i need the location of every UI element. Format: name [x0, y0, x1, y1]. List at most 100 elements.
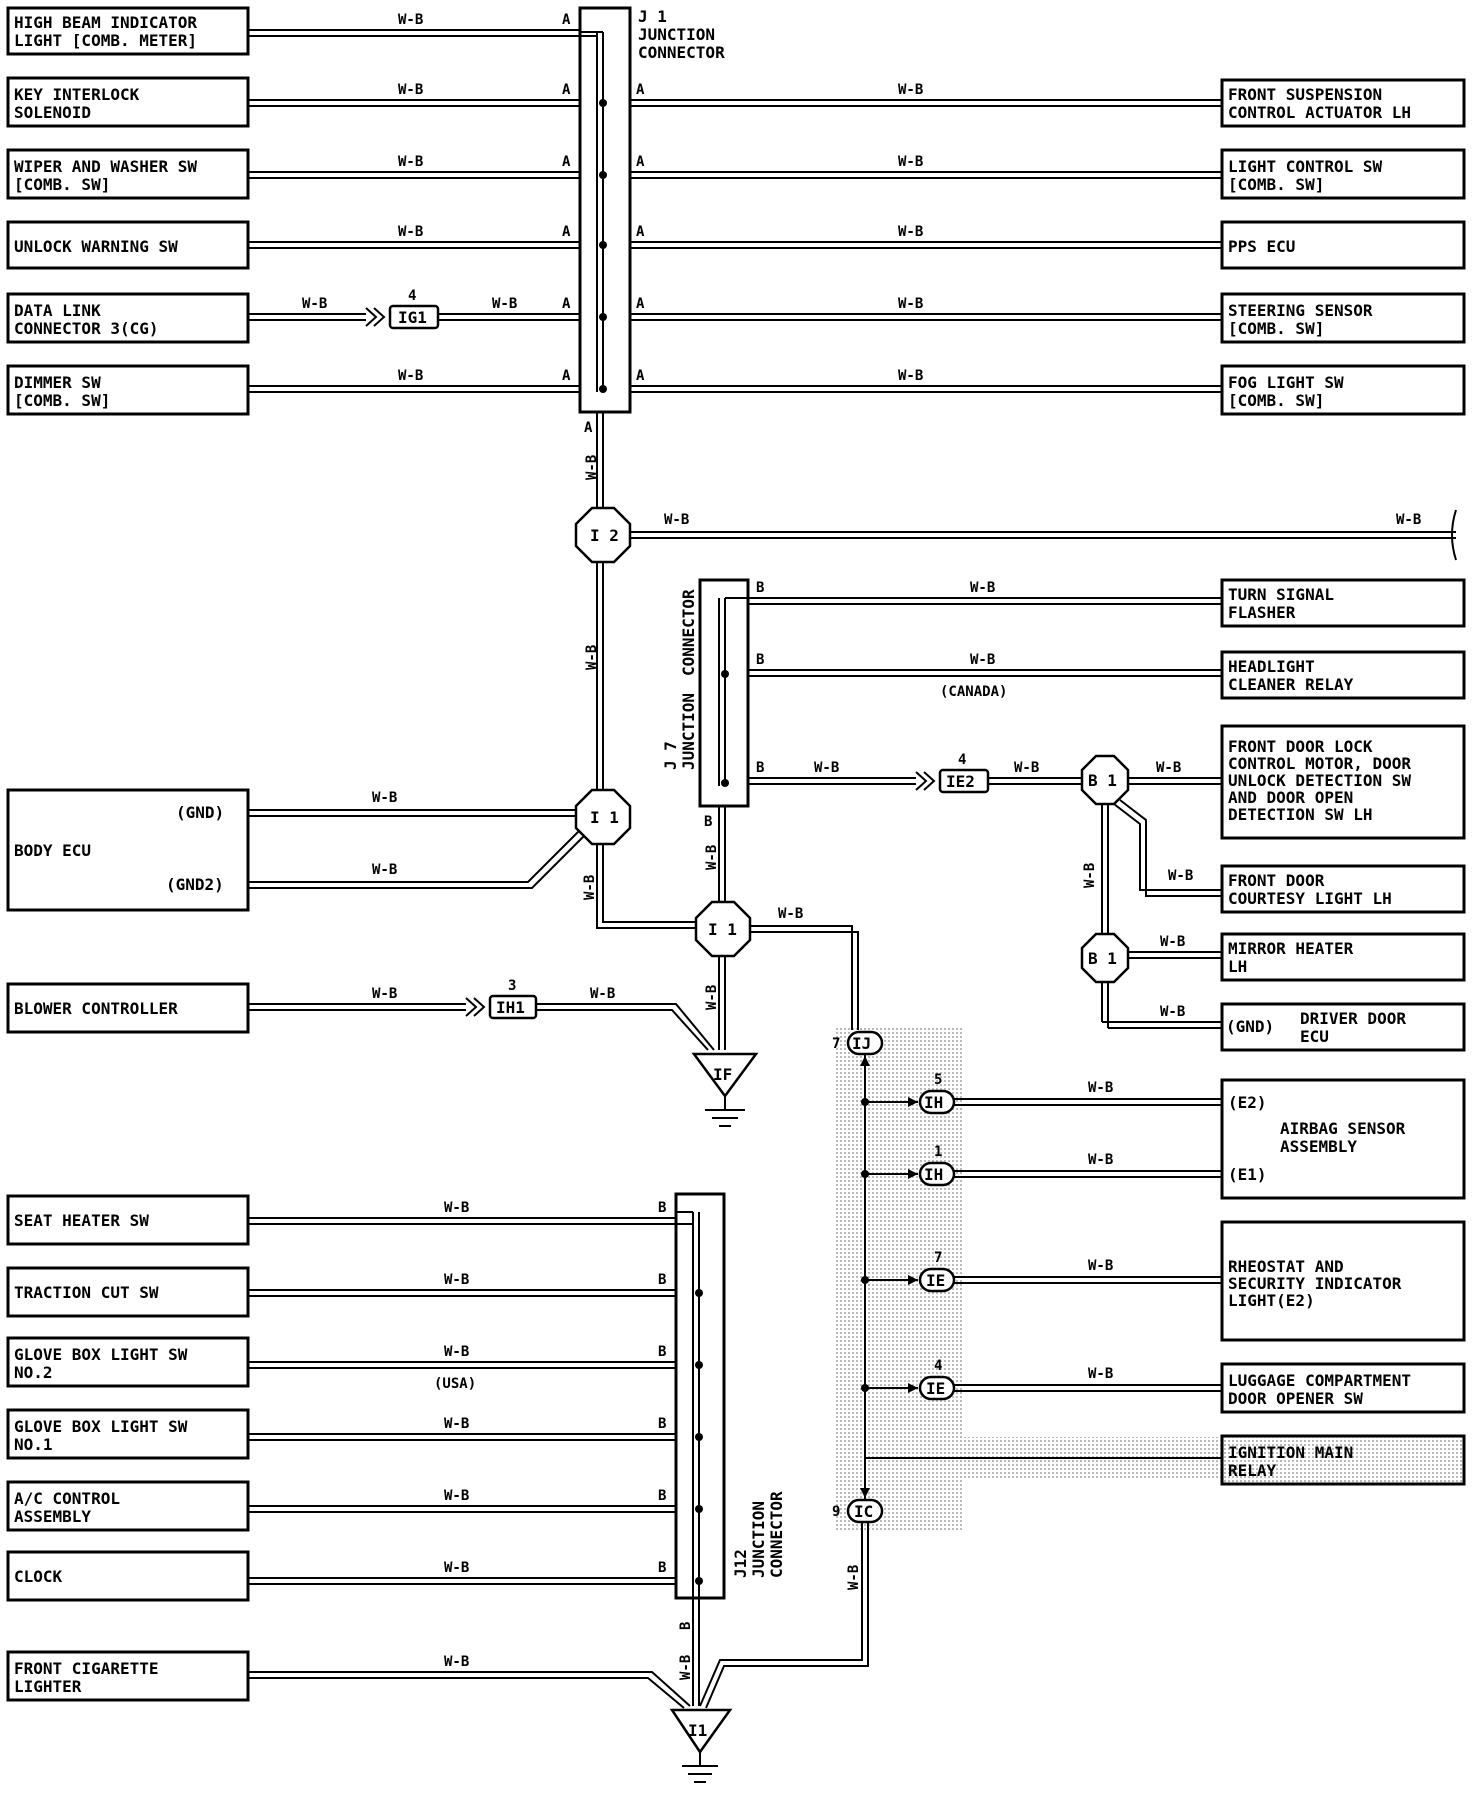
svg-text:B 1: B 1 — [1088, 949, 1117, 968]
svg-text:GLOVE BOX LIGHT SW: GLOVE BOX LIGHT SW — [14, 1345, 188, 1364]
svg-text:W-B: W-B — [1082, 863, 1098, 888]
left-box-ac-control: A/C CONTROL ASSEMBLY — [6, 1480, 250, 1532]
svg-text:IH1: IH1 — [496, 998, 525, 1017]
svg-text:W-B: W-B — [1088, 1258, 1113, 1274]
left-box-glove-box-2: GLOVE BOX LIGHT SW NO.2 — [6, 1336, 250, 1388]
ie-connector-7 — [918, 1267, 956, 1293]
svg-text:7: 7 — [832, 1036, 840, 1052]
svg-text:W-B: W-B — [398, 224, 423, 240]
svg-text:DOOR OPENER SW: DOOR OPENER SW — [1228, 1389, 1363, 1408]
svg-text:W-B: W-B — [1160, 1004, 1185, 1020]
svg-text:KEY INTERLOCK: KEY INTERLOCK — [14, 85, 140, 104]
svg-text:CONNECTOR: CONNECTOR — [679, 589, 698, 676]
svg-text:W-B: W-B — [898, 368, 923, 384]
svg-text:AIRBAG SENSOR: AIRBAG SENSOR — [1280, 1119, 1406, 1138]
svg-text:FRONT CIGARETTE: FRONT CIGARETTE — [14, 1659, 159, 1678]
svg-text:BLOWER CONTROLLER: BLOWER CONTROLLER — [14, 999, 178, 1018]
svg-text:W-B: W-B — [1088, 1366, 1113, 1382]
svg-text:UNLOCK DETECTION SW: UNLOCK DETECTION SW — [1228, 771, 1411, 790]
svg-text:A: A — [562, 368, 571, 384]
svg-text:JUNCTION: JUNCTION — [679, 693, 698, 770]
svg-text:ASSEMBLY: ASSEMBLY — [1280, 1137, 1357, 1156]
svg-text:FRONT SUSPENSION: FRONT SUSPENSION — [1228, 85, 1382, 104]
j1-connector-body — [578, 6, 632, 414]
svg-text:IE: IE — [926, 1379, 945, 1398]
svg-text:COURTESY LIGHT LH: COURTESY LIGHT LH — [1228, 889, 1392, 908]
svg-text:W-B: W-B — [584, 455, 600, 480]
right-wires-j1: W-B W-B W-B W-B W-B — [630, 82, 1222, 393]
svg-text:5: 5 — [934, 1072, 942, 1088]
svg-text:W-B: W-B — [444, 1416, 469, 1432]
svg-text:HIGH BEAM INDICATOR: HIGH BEAM INDICATOR — [14, 13, 197, 32]
svg-text:W-B: W-B — [1160, 934, 1185, 950]
svg-text:ECU: ECU — [1300, 1027, 1329, 1046]
svg-text:W-B: W-B — [444, 1654, 469, 1670]
svg-text:W-B: W-B — [1014, 760, 1039, 776]
j1-line1: JUNCTION — [638, 25, 715, 44]
svg-text:7: 7 — [934, 1250, 942, 1266]
svg-text:DATA LINK: DATA LINK — [14, 301, 101, 320]
left-box-unlock-warning: UNLOCK WARNING SW — [6, 220, 250, 270]
svg-text:(USA): (USA) — [434, 1376, 476, 1392]
ih-connector-1 — [918, 1161, 956, 1187]
right-box-headlight-cleaner: HEADLIGHT CLEANER RELAY — [1220, 650, 1466, 700]
svg-text:W-B: W-B — [664, 512, 689, 528]
svg-text:SOLENOID: SOLENOID — [14, 103, 91, 122]
svg-text:I 1: I 1 — [708, 920, 737, 939]
svg-text:(GND): (GND) — [176, 803, 224, 822]
svg-text:W-B: W-B — [846, 1565, 862, 1590]
svg-text:IC: IC — [854, 1502, 873, 1521]
svg-text:DIMMER SW: DIMMER SW — [14, 373, 101, 392]
svg-text:IH: IH — [924, 1165, 943, 1184]
svg-text:I 1: I 1 — [590, 808, 619, 827]
svg-text:SECURITY INDICATOR: SECURITY INDICATOR — [1228, 1274, 1402, 1293]
ih-connector-5 — [918, 1089, 956, 1115]
svg-text:A: A — [562, 154, 571, 170]
svg-text:GLOVE BOX LIGHT SW: GLOVE BOX LIGHT SW — [14, 1417, 188, 1436]
svg-text:A: A — [636, 154, 645, 170]
i2-connector — [574, 506, 632, 564]
svg-text:W-B: W-B — [778, 906, 803, 922]
svg-text:CLEANER RELAY: CLEANER RELAY — [1228, 675, 1354, 694]
i1-upper-connector — [574, 788, 632, 846]
svg-text:IG1: IG1 — [398, 308, 427, 327]
right-box-driver-door-ecu: (GND) DRIVER DOOR ECU — [1220, 1002, 1466, 1052]
svg-text:A: A — [562, 224, 571, 240]
right-box-luggage-opener: LUGGAGE COMPARTMENT DOOR OPENER SW — [1220, 1362, 1466, 1414]
svg-text:W-B: W-B — [398, 82, 423, 98]
left-wires-j12: W-B W-B W-B (USA) W-B W-B W-B W-B B B B … — [248, 1200, 693, 1709]
svg-text:A: A — [636, 368, 645, 384]
left-box-high-beam: HIGH BEAM INDICATOR LIGHT [COMB. METER] — [6, 6, 250, 56]
ie-connector-4 — [918, 1375, 956, 1401]
left-box-cigarette-lighter: FRONT CIGARETTE LIGHTER — [6, 1650, 250, 1702]
svg-text:(E2): (E2) — [1228, 1093, 1267, 1112]
svg-text:CONTROL MOTOR, DOOR: CONTROL MOTOR, DOOR — [1228, 754, 1411, 773]
svg-text:W-B: W-B — [898, 296, 923, 312]
svg-text:LIGHT(E2): LIGHT(E2) — [1228, 1291, 1315, 1310]
svg-text:LH: LH — [1228, 957, 1247, 976]
svg-text:W-B: W-B — [678, 1655, 694, 1680]
svg-text:[COMB. SW]: [COMB. SW] — [1228, 391, 1324, 410]
svg-text:IJ: IJ — [852, 1034, 871, 1053]
right-box-turn-signal: TURN SIGNAL FLASHER — [1220, 578, 1466, 628]
svg-text:FOG LIGHT SW: FOG LIGHT SW — [1228, 373, 1344, 392]
svg-text:B: B — [658, 1416, 666, 1432]
ig1-connector — [388, 304, 440, 330]
svg-text:IF: IF — [713, 1065, 732, 1084]
svg-text:W-B: W-B — [492, 296, 517, 312]
svg-text:B: B — [658, 1488, 666, 1504]
right-box-light-control: LIGHT CONTROL SW [COMB. SW] — [1220, 148, 1466, 200]
right-box-front-door-courtesy: FRONT DOOR COURTESY LIGHT LH — [1220, 864, 1466, 914]
svg-text:NO.2: NO.2 — [14, 1363, 53, 1382]
svg-text:NO.1: NO.1 — [14, 1435, 53, 1454]
svg-text:4: 4 — [408, 288, 416, 304]
svg-text:W-B: W-B — [444, 1200, 469, 1216]
svg-text:1: 1 — [934, 1144, 942, 1160]
svg-text:LIGHT CONTROL SW: LIGHT CONTROL SW — [1228, 157, 1382, 176]
left-box-traction-cut: TRACTION CUT SW — [6, 1266, 250, 1318]
svg-text:W-B: W-B — [302, 296, 327, 312]
left-box-seat-heater: SEAT HEATER SW — [6, 1194, 250, 1246]
svg-text:LIGHTER: LIGHTER — [14, 1677, 82, 1696]
if-ground-symbol — [691, 1052, 759, 1099]
